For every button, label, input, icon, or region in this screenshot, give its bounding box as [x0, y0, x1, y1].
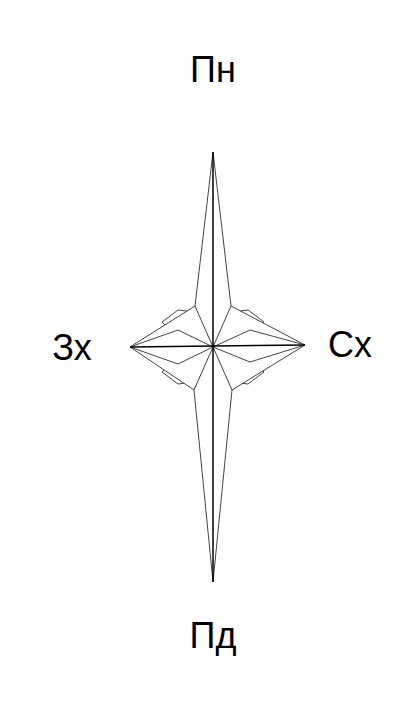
direction-label: Зх	[52, 330, 92, 366]
west-east-axis	[130, 345, 305, 347]
compass-star	[130, 152, 305, 582]
direction-label: Пн	[190, 52, 236, 88]
north-south-axis	[212, 152, 214, 582]
direction-label: Сх	[328, 327, 372, 363]
direction-label: Пд	[190, 618, 237, 654]
